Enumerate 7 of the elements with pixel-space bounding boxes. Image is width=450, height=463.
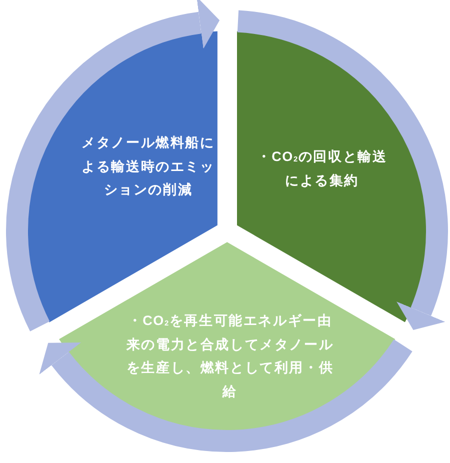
curved-arrow bbox=[40, 338, 412, 452]
sector-text: ・CO$_{2}$を再生可能エネルギー由来の電力と合成してメタノールを生産し、燃料として利用・供給 bbox=[125, 312, 335, 400]
curved-arrow bbox=[236, 10, 448, 330]
curved-arrow bbox=[6, 0, 220, 331]
sector-text: ・CO$_{2}$の回収と輸送による集約 bbox=[256, 148, 388, 190]
sector-text: メタノール燃料船による輸送時のエミッションの削減 bbox=[80, 134, 216, 200]
pie-sector bbox=[58, 242, 396, 431]
